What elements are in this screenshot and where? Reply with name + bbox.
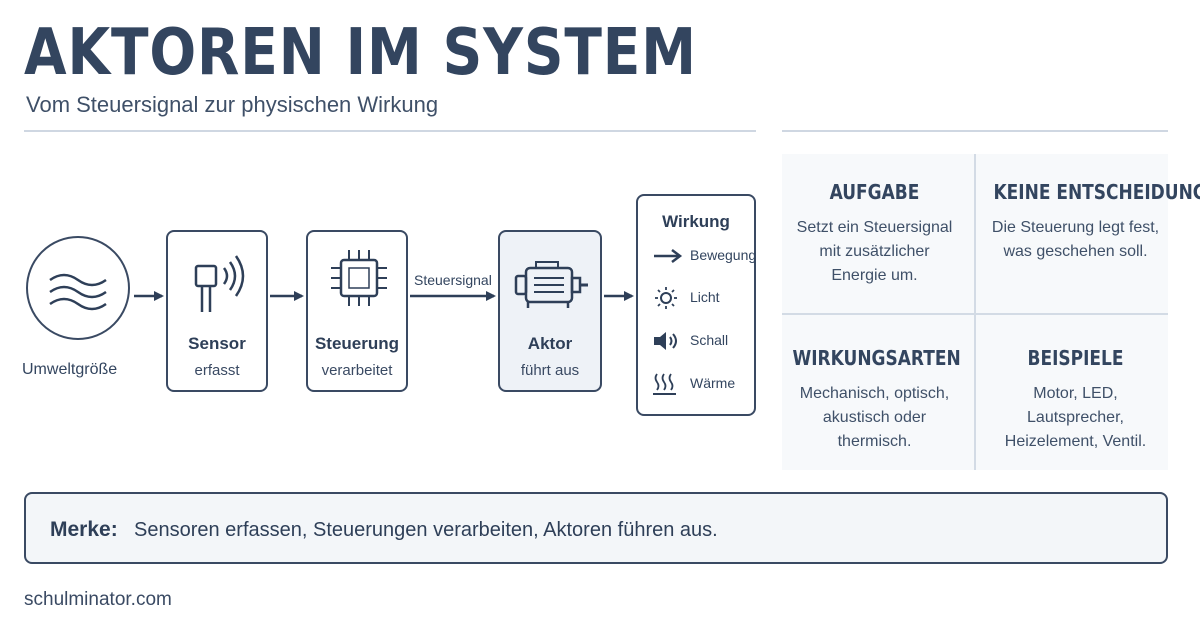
sensor-sub: erfasst: [194, 362, 240, 379]
info-line: mit zusätzlicher: [819, 243, 930, 260]
header-divider-right: [782, 130, 1168, 132]
info-text: Setzt ein Steuersignal mit zusätzlicher …: [778, 216, 971, 288]
info-heading: WIRKUNGSARTEN: [792, 346, 961, 370]
actuator-sub: führt aus: [520, 362, 580, 379]
footer-site: schulminator.com: [24, 589, 172, 610]
info-cell-effect-types: WIRKUNGSARTEN Mechanisch, optisch, akust…: [778, 346, 971, 454]
page-title: AKTOREN IM SYSTEM: [24, 16, 697, 90]
info-line: Motor, LED,: [1033, 385, 1118, 402]
info-heading: BEISPIELE: [1027, 346, 1124, 370]
control-box: Steuerung verarbeitet: [306, 230, 408, 392]
signal-label: Steuersignal: [414, 272, 492, 288]
speaker-icon: [654, 332, 677, 350]
note-key: Merke:: [50, 518, 118, 541]
info-line: akustisch oder: [822, 409, 927, 426]
control-sub: verarbeitet: [321, 362, 393, 379]
effect-item: Schall: [652, 329, 762, 353]
info-heading: KEINE ENTSCHEIDUNG: [993, 180, 1200, 204]
sensor-label: Sensor: [188, 334, 246, 353]
effect-item: Licht: [652, 286, 762, 310]
sensor-box: Sensor erfasst: [166, 230, 268, 392]
header-divider-left: [24, 130, 756, 132]
info-heading: AUFGABE: [829, 180, 920, 204]
environment-node: [26, 236, 130, 340]
actuator-box: Aktor führt aus: [498, 230, 602, 392]
info-cell-examples: BEISPIELE Motor, LED, Lautsprecher, Heiz…: [979, 346, 1172, 454]
control-label: Steuerung: [314, 334, 400, 353]
info-line: Setzt ein Steuersignal: [796, 219, 953, 236]
info-panel-horizontal-divider: [782, 313, 1168, 315]
effect-item: Bewegung: [652, 244, 762, 268]
page-subtitle: Vom Steuersignal zur physischen Wirkung: [26, 92, 439, 117]
effect-label: Schall: [690, 332, 729, 348]
effect-label: Bewegung: [690, 247, 757, 263]
motor-icon: [514, 261, 588, 308]
info-line: Heizelement, Ventil.: [1004, 433, 1147, 450]
info-cell-task: AUFGABE Setzt ein Steuersignal mit zusät…: [778, 180, 971, 288]
waves-icon: [49, 273, 107, 311]
info-text: Mechanisch, optisch, akustisch oder ther…: [778, 382, 971, 454]
effect-label: Wärme: [690, 375, 736, 391]
flow-arrows: [134, 291, 634, 301]
chip-icon: [331, 250, 387, 306]
info-text: Die Steuerung legt fest, was geschehen s…: [979, 216, 1172, 264]
effect-item: Wärme: [652, 372, 762, 396]
info-line: Die Steuerung legt fest,: [991, 219, 1160, 236]
effects-box: Wirkung Bewegung Licht Schall: [636, 194, 756, 416]
sun-icon: [655, 287, 677, 309]
info-line: was geschehen soll.: [1003, 243, 1148, 260]
info-line: thermisch.: [837, 433, 912, 450]
info-cell-no-decision: KEINE ENTSCHEIDUNG Die Steuerung legt fe…: [979, 180, 1200, 264]
arrow-right-icon: [654, 249, 683, 263]
info-panel-vertical-divider: [974, 154, 976, 470]
sensor-icon: [194, 255, 245, 312]
info-text: Motor, LED, Lautsprecher, Heizelement, V…: [979, 382, 1172, 454]
heat-waves-icon: [653, 373, 676, 395]
info-line: Energie um.: [831, 267, 918, 284]
note-text: Sensoren erfassen, Steuerungen verarbeit…: [134, 519, 718, 541]
remember-note: Merke: Sensoren erfassen, Steuerungen ve…: [24, 492, 1168, 564]
actuator-label: Aktor: [527, 334, 573, 353]
environment-label: Umweltgröße: [22, 361, 118, 378]
effect-label: Licht: [690, 289, 720, 305]
effects-title: Wirkung: [662, 212, 730, 231]
info-line: Lautsprecher,: [1027, 409, 1124, 426]
info-line: Mechanisch, optisch,: [799, 385, 950, 402]
